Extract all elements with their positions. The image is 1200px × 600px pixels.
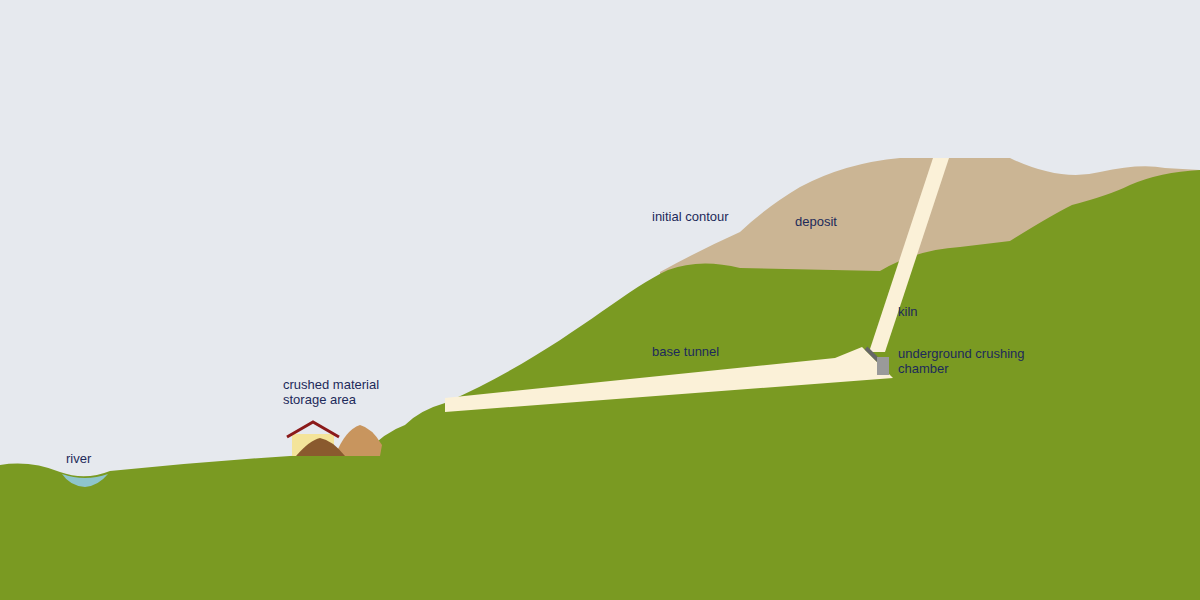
part-label: initial contour bbox=[652, 210, 729, 225]
river-water bbox=[62, 474, 108, 487]
part-label: deposit bbox=[795, 215, 837, 230]
building-roof bbox=[287, 422, 339, 437]
hill-ground bbox=[0, 170, 1200, 600]
part-label: underground crushing chamber bbox=[898, 347, 1038, 376]
material-pile bbox=[335, 425, 382, 456]
part-label: crushed material storage area bbox=[283, 378, 403, 407]
part-label: kiln bbox=[898, 305, 918, 320]
kiln-shaft bbox=[869, 158, 949, 352]
part-label: base tunnel bbox=[652, 345, 719, 360]
material-pile bbox=[296, 438, 345, 456]
crusher bbox=[877, 357, 889, 375]
part-label: river bbox=[66, 452, 91, 467]
